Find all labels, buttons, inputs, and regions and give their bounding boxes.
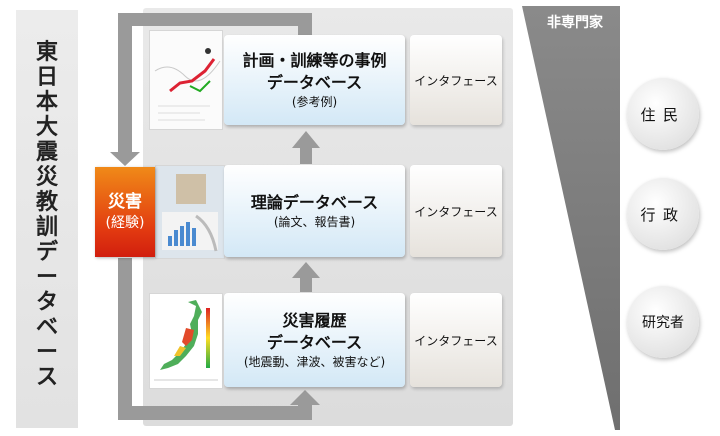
db-theory-box: 理論データベース (論文、報告書): [224, 165, 405, 257]
expertise-triangle: [522, 6, 620, 430]
db-theory-title: 理論データベース: [250, 192, 379, 212]
loop-arrow-bottom: [118, 258, 320, 420]
title-char: ー: [35, 265, 58, 290]
interface-box-theory: インタフェース: [410, 165, 502, 257]
disaster-subtitle: (経験): [105, 215, 145, 231]
title-char: 震: [35, 140, 58, 165]
title-char: ス: [35, 365, 58, 390]
expertise-gradient-triangle: [522, 6, 620, 430]
db-theory-subtitle: (論文、報告書): [273, 214, 356, 229]
db-cases-box: 計画・訓練等の事例 データベース (参考例): [224, 35, 405, 125]
db-cases-title-1: 計画・訓練等の事例: [242, 50, 387, 70]
title-char: デ: [35, 240, 58, 265]
db-cases-subtitle: (参考例): [291, 94, 338, 109]
japan-map-thumbnail: [149, 293, 223, 389]
up-arrow-history-theory: [292, 262, 320, 292]
map-thumbnail-top: [149, 30, 223, 130]
db-cases-title-2: データベース: [266, 72, 363, 92]
title-char: タ: [35, 290, 58, 315]
db-history-title-1: 災害履歴: [282, 310, 347, 330]
title-char: 大: [35, 115, 58, 140]
disaster-title: 災害: [108, 192, 142, 212]
db-history-title-2: データベース: [266, 332, 363, 352]
title-char: ー: [35, 340, 58, 365]
db-history-box: 災害履歴 データベース (地震動、津波、被害など): [224, 293, 405, 387]
title-char: 日: [35, 65, 58, 90]
vertical-title: 東日本大震災教訓データベース: [16, 40, 78, 390]
title-char: 東: [35, 40, 58, 65]
up-arrow-theory-cases: [292, 131, 320, 164]
interface-box-cases: インタフェース: [410, 35, 502, 125]
loop-arrow-top: [110, 13, 312, 166]
label-non-expert: 非専門家: [547, 15, 603, 31]
title-char: 災: [35, 165, 58, 190]
chart-photo-thumbnail: [155, 165, 225, 259]
db-history-subtitle: (地震動、津波、被害など): [243, 354, 386, 369]
interface-box-history: インタフェース: [410, 293, 502, 387]
title-char: 教: [35, 190, 58, 215]
user-circle-residents: 住民: [627, 78, 699, 150]
user-circle-researchers: 研究者: [627, 286, 699, 358]
title-bar: 東日本大震災教訓データベース: [16, 10, 78, 428]
user-circle-government: 行政: [627, 178, 699, 250]
title-char: ベ: [35, 315, 58, 340]
title-char: 本: [35, 90, 58, 115]
disaster-box: 災害 (経験): [95, 167, 155, 257]
title-char: 訓: [35, 215, 58, 240]
label-expert: 専門家: [549, 401, 591, 417]
